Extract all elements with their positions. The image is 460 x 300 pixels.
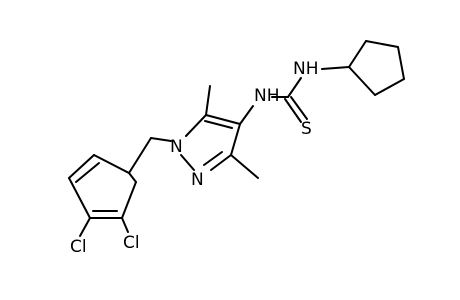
nh-label: NH xyxy=(254,86,280,106)
dichlorophenyl-ring xyxy=(68,154,137,237)
bond xyxy=(68,177,91,219)
bond xyxy=(79,217,91,237)
bond xyxy=(93,154,130,174)
bond xyxy=(374,78,405,96)
bond xyxy=(348,40,367,68)
bond xyxy=(205,114,241,125)
chlorine-label: Cl xyxy=(123,233,140,253)
bond xyxy=(150,137,172,142)
thiourea-group xyxy=(239,66,350,125)
bond xyxy=(239,105,254,125)
pyrazole-ring xyxy=(180,114,241,171)
bond xyxy=(203,151,223,166)
bond xyxy=(321,66,350,70)
bond xyxy=(205,85,211,116)
sulfur-label: S xyxy=(301,119,312,139)
bond xyxy=(284,98,302,123)
bond xyxy=(128,137,152,174)
methyl-groups xyxy=(205,85,259,179)
bond xyxy=(75,162,100,183)
bond xyxy=(290,96,308,120)
bond xyxy=(121,181,137,219)
nitrogen-label: N xyxy=(170,137,183,157)
bond xyxy=(230,123,241,156)
nh-label: NH xyxy=(293,59,319,79)
bond xyxy=(210,154,232,171)
bond xyxy=(397,46,405,80)
cyclopentyl-ring xyxy=(348,40,405,96)
bond xyxy=(230,154,259,179)
bond xyxy=(121,217,129,233)
bond xyxy=(128,172,137,183)
nitrogen-label: N xyxy=(191,170,204,190)
bond xyxy=(287,77,302,98)
chlorine-label: Cl xyxy=(70,237,87,257)
bond xyxy=(68,154,95,179)
bond xyxy=(204,120,233,129)
bond xyxy=(185,114,207,137)
bond xyxy=(365,40,399,48)
bond xyxy=(348,66,376,96)
bond xyxy=(180,154,195,171)
